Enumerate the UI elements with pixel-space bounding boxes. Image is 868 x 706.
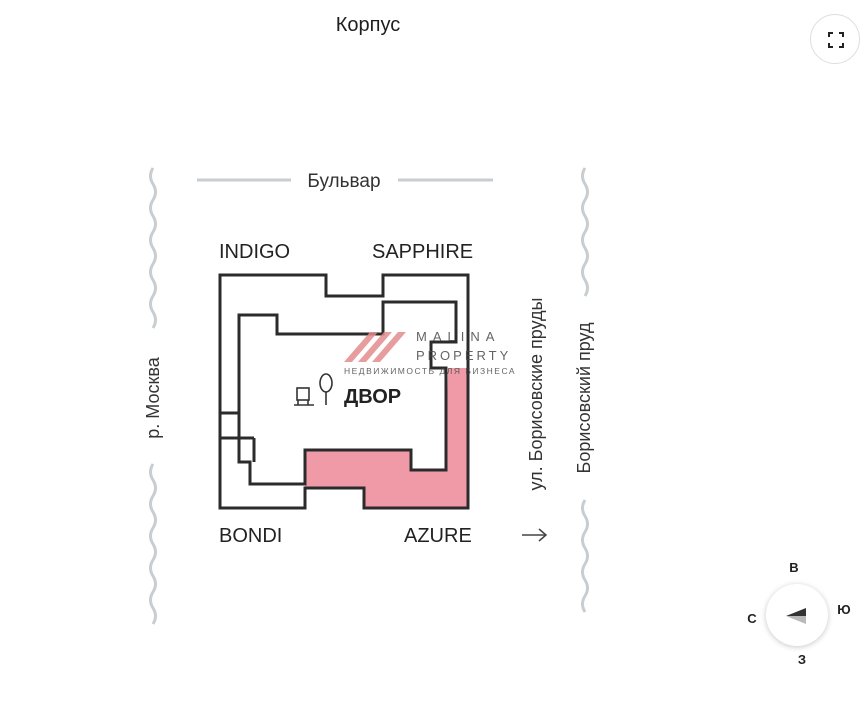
building-azure-area bbox=[305, 368, 468, 508]
courtyard-label: ДВОР bbox=[344, 386, 401, 408]
road-label-top: Бульвар bbox=[307, 171, 380, 192]
road-label-right-outer: Борисовский пруд bbox=[574, 322, 594, 473]
building-label-indigo: INDIGO bbox=[219, 241, 290, 263]
compass-dial bbox=[766, 584, 828, 646]
road-label-left: р. Москва bbox=[143, 356, 163, 438]
svg-text:НЕДВИЖИМОСТЬ ДЛЯ БИЗНЕСА: НЕДВИЖИМОСТЬ ДЛЯ БИЗНЕСА bbox=[344, 366, 516, 376]
building-label-azure: AZURE bbox=[404, 525, 472, 547]
expand-icon bbox=[828, 32, 844, 48]
compass: В С Ю З bbox=[734, 556, 864, 676]
svg-text:MALINA: MALINA bbox=[416, 329, 500, 344]
malina-property-logo: MALINA PROPERTY НЕДВИЖИМОСТЬ ДЛЯ БИЗНЕСА bbox=[344, 329, 516, 376]
svg-text:PROPERTY: PROPERTY bbox=[416, 348, 511, 363]
compass-bottom-label: З bbox=[797, 652, 807, 667]
compass-left-label: С bbox=[747, 611, 757, 626]
fullscreen-button[interactable] bbox=[810, 14, 860, 64]
compass-needle-icon bbox=[786, 608, 806, 624]
compass-right-label: Ю bbox=[837, 602, 851, 617]
bench-tree-icon bbox=[294, 373, 333, 406]
page-title: Корпус bbox=[335, 14, 401, 36]
arrow-right-icon bbox=[522, 528, 548, 542]
pond-line bbox=[581, 167, 589, 613]
building-label-sapphire: SAPPHIRE bbox=[372, 241, 473, 263]
road-label-right-inner: ул. Борисовские пруды bbox=[526, 298, 546, 491]
building-label-bondi: BONDI bbox=[219, 525, 282, 547]
compass-top-label: В bbox=[789, 560, 799, 575]
river-line bbox=[149, 167, 157, 625]
